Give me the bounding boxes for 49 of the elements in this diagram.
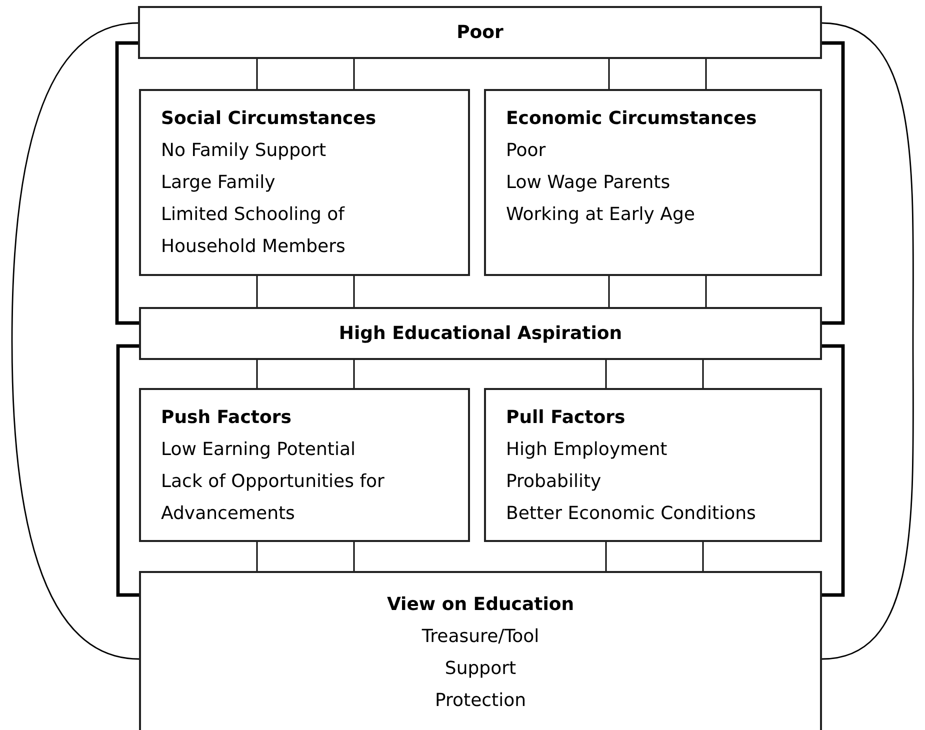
- curved-connector: [11, 22, 140, 660]
- bracket-connector: [822, 344, 845, 597]
- connector-line: [608, 276, 610, 307]
- box-text: Better Economic Conditions: [506, 502, 757, 526]
- box-heading: Economic Circumstances: [506, 107, 758, 131]
- connector-line: [705, 59, 707, 89]
- connector-line: [605, 542, 607, 571]
- connector-line: [702, 360, 704, 388]
- box-text: High Employment Probability: [506, 438, 668, 494]
- box-text: Low Wage Parents: [506, 171, 672, 195]
- box-heading: Push Factors: [161, 406, 292, 430]
- box-heading: View on Education: [386, 593, 576, 617]
- bracket-connector: [116, 344, 139, 597]
- connector-line: [256, 360, 258, 388]
- box-text: Large Family: [161, 171, 276, 195]
- curved-connector: [822, 22, 914, 660]
- box-text: Lack of Opportunities for Advancements: [161, 470, 386, 526]
- connector-line: [256, 542, 258, 571]
- bracket-connector: [822, 41, 845, 325]
- box-heading: Pull Factors: [506, 406, 626, 430]
- box-text: No Family Support: [161, 139, 327, 163]
- box-heading: Poor: [456, 20, 504, 44]
- box-heading: Social Circumstances: [161, 107, 378, 131]
- box-text: Poor: [506, 139, 547, 163]
- box-text: Limited Schooling of Household Members: [161, 203, 346, 259]
- connector-line: [353, 360, 355, 388]
- box-text: Support: [444, 657, 518, 681]
- connector-line: [608, 59, 610, 89]
- connector-line: [605, 360, 607, 388]
- box-text: Low Earning Potential: [161, 438, 356, 462]
- connector-line: [353, 542, 355, 571]
- connector-line: [353, 59, 355, 89]
- connector-line: [353, 276, 355, 307]
- box-text: Working at Early Age: [506, 203, 696, 227]
- connector-line: [256, 276, 258, 307]
- text-box: [139, 388, 470, 542]
- box-text: Protection: [434, 689, 528, 713]
- box-text: Treasure/Tool: [420, 625, 540, 649]
- connector-line: [256, 59, 258, 89]
- text-box: [138, 6, 822, 59]
- text-box: [139, 89, 470, 276]
- text-box: [139, 307, 822, 360]
- text-box: [484, 89, 822, 276]
- connector-line: [705, 276, 707, 307]
- box-heading: High Educational Aspiration: [338, 322, 622, 346]
- text-box: [484, 388, 822, 542]
- text-box: [139, 571, 822, 730]
- bracket-connector: [115, 41, 139, 325]
- connector-line: [702, 542, 704, 571]
